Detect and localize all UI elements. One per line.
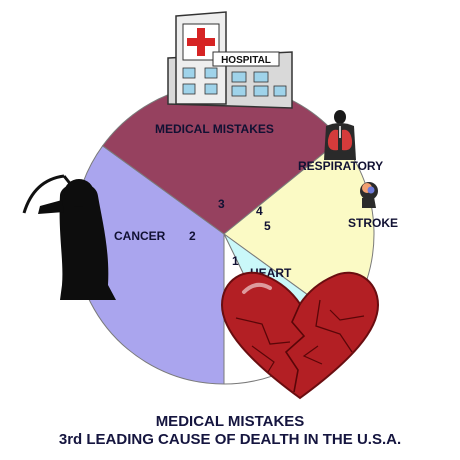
lungs-icon (324, 110, 356, 160)
slice-rank-4: 4 (256, 204, 263, 218)
slice-label-cancer: CANCER (114, 229, 166, 243)
hospital-icon: HOSPITAL (167, 11, 293, 109)
slice-rank-1: 1 (232, 254, 239, 268)
grim-reaper-icon (22, 174, 116, 300)
slice-label-medical-mistakes: MEDICAL MISTAKES (155, 122, 274, 136)
slice-label-stroke: STROKE (348, 216, 398, 230)
slice-rank-5: 5 (264, 219, 271, 233)
caption-title: MEDICAL MISTAKES (155, 413, 305, 430)
slice-rank-3: 3 (218, 197, 225, 211)
broken-heart-icon (220, 271, 380, 400)
slice-label-respiratory: RESPIRATORY (298, 159, 383, 173)
slice-rank-2: 2 (189, 229, 196, 243)
caption-subtitle: 3rd LEADING CAUSE OF DEALTH IN THE U.S.A… (58, 431, 402, 448)
hospital-sign-text: HOSPITAL (221, 55, 271, 66)
brain-icon (360, 182, 378, 208)
